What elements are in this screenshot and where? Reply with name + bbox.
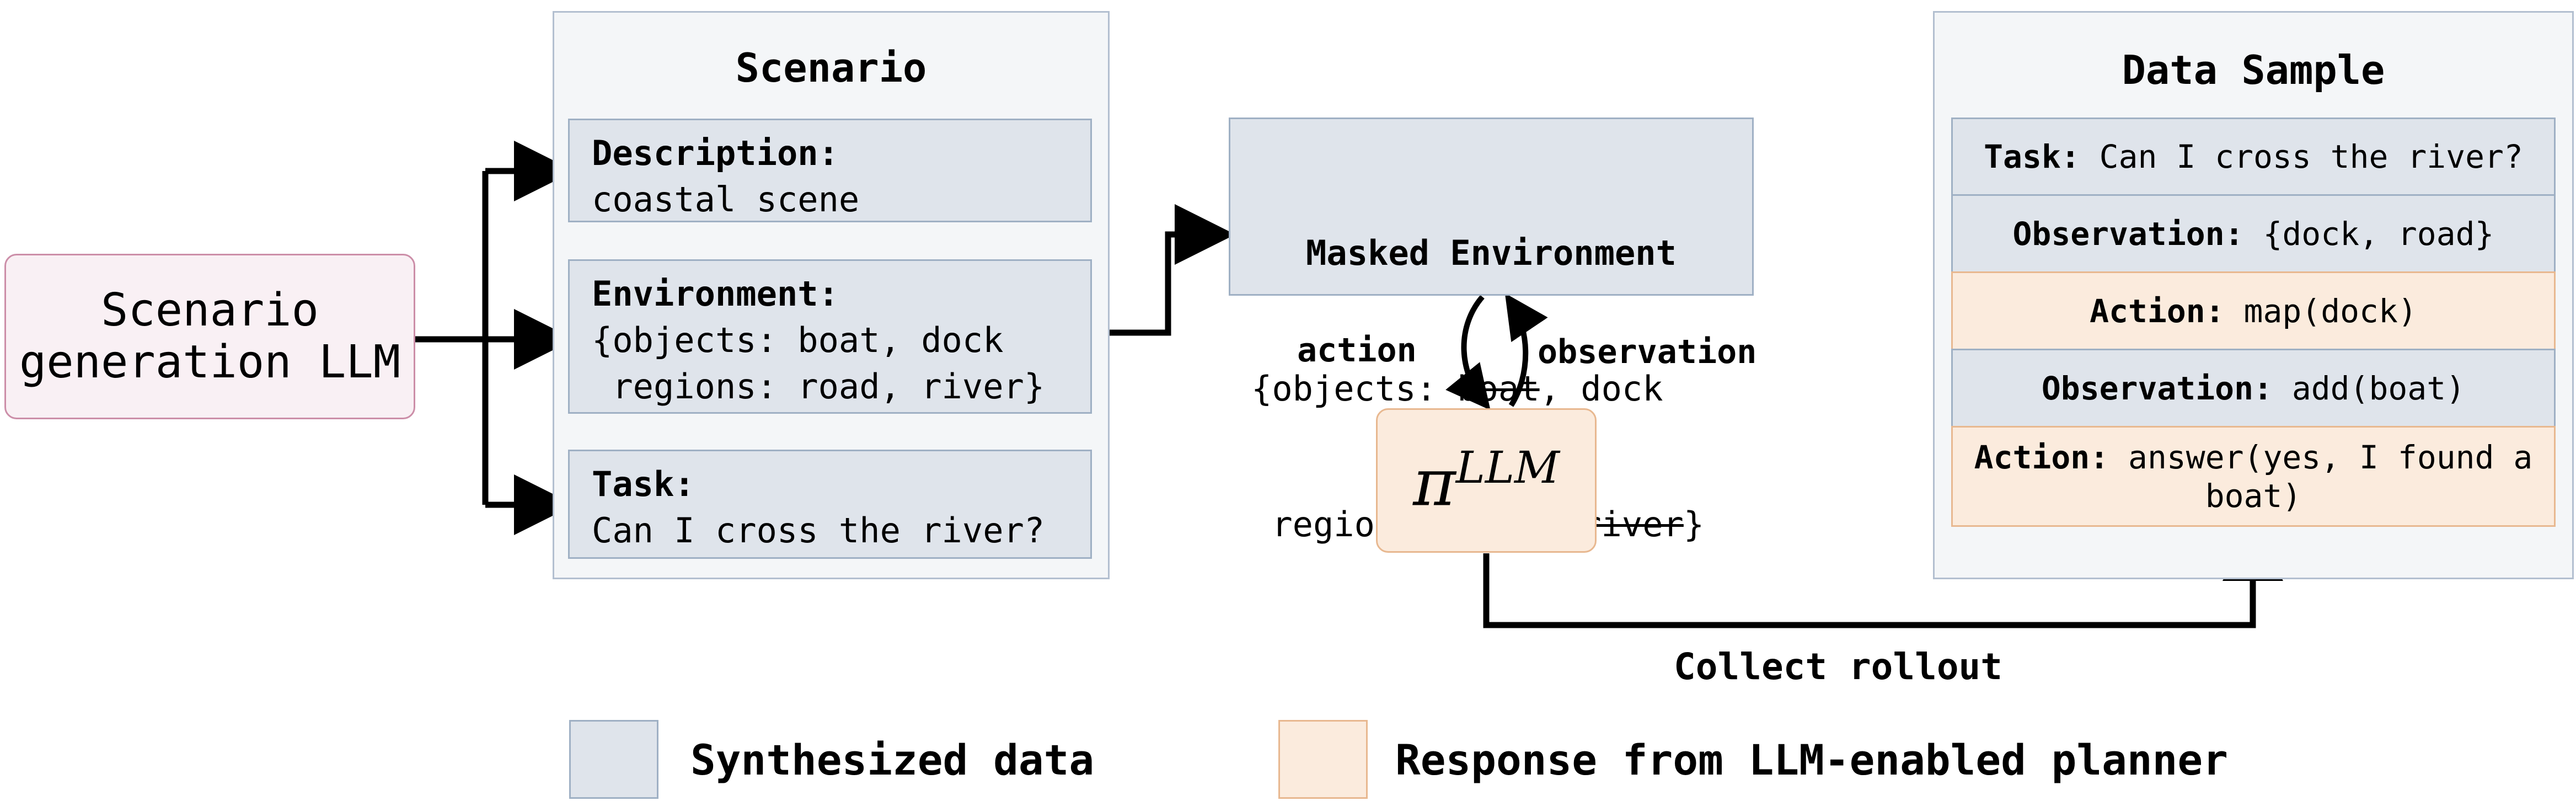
sample-row-action-1-label: Action: — [2090, 292, 2225, 330]
action-arrow — [1445, 295, 1491, 410]
description-value: coastal scene — [592, 179, 860, 220]
data-sample-title: Data Sample — [2122, 47, 2385, 93]
masked-region-river: river — [1581, 504, 1684, 545]
description-label: Description: — [592, 133, 839, 173]
planner-pi-symbol: πLLM — [1413, 446, 1560, 515]
sample-row-task-value: Can I cross the river? — [2080, 138, 2523, 175]
scenario-title: Scenario — [735, 45, 927, 91]
sample-row-task: Task: Can I cross the river? — [1951, 118, 2556, 196]
masked-environment-box: Masked Environment {objects: boat, dock … — [1229, 118, 1754, 545]
generator-label-line2: generation LLM — [19, 336, 401, 388]
task-field: Task: Can I cross the river? — [568, 450, 1092, 559]
sample-row-observation-1-label: Observation: — [2012, 215, 2244, 253]
action-edge-label: action — [1297, 331, 1417, 370]
scenario-generator-box: Scenario generation LLM — [4, 254, 415, 419]
task-value: Can I cross the river? — [592, 510, 1045, 551]
sample-row-action-1: Action: map(dock) — [1951, 271, 2556, 350]
task-label: Task: — [592, 464, 695, 504]
sample-row-action-2-label: Action: — [1974, 438, 2109, 476]
planner-superscript: LLM — [1455, 442, 1560, 494]
description-field: Description: coastal scene — [568, 119, 1092, 222]
environment-line1: {objects: boat, dock — [592, 320, 1004, 360]
masked-objects-prefix: {objects: — [1251, 369, 1458, 409]
llm-planner-box: πLLM — [1376, 408, 1597, 553]
legend-label-synthesized: Synthesized data — [690, 735, 1095, 784]
sample-row-observation-2-value: add(boat) — [2272, 369, 2466, 407]
sample-row-observation-1-value: {dock, road} — [2243, 215, 2494, 253]
masked-object-boat: boat — [1457, 369, 1540, 409]
planner-symbol: π — [1413, 444, 1456, 521]
masked-environment-title: Masked Environment — [1306, 233, 1677, 273]
observation-edge-label: observation — [1538, 333, 1757, 371]
masked-regions-suffix: } — [1683, 504, 1705, 545]
environment-field: Environment: {objects: boat, dock regions… — [568, 259, 1092, 414]
generator-label-line1: Scenario — [101, 284, 319, 337]
environment-to-masked-arrow — [1095, 204, 1235, 336]
masked-objects-line: {objects: boat, dock — [1230, 366, 1752, 412]
generator-to-scenario-arrows — [415, 141, 575, 535]
legend-swatch-synthesized — [569, 720, 658, 799]
observation-arrow — [1504, 293, 1548, 407]
sample-row-observation-1: Observation: {dock, road} — [1951, 194, 2556, 273]
legend-swatch-planner — [1278, 720, 1368, 799]
sample-row-action-2: Action: answer(yes, I found a boat) — [1951, 426, 2556, 527]
sample-row-action-2-value: answer(yes, I found a boat) — [2109, 438, 2533, 515]
masked-objects-suffix: , dock — [1539, 369, 1663, 409]
environment-label: Environment: — [592, 274, 839, 314]
legend-label-planner: Response from LLM-enabled planner — [1395, 735, 2228, 784]
environment-line2: regions: road, river} — [592, 366, 1045, 407]
sample-row-task-label: Task: — [1984, 138, 2080, 175]
sample-row-observation-2-label: Observation: — [2041, 369, 2273, 407]
sample-row-observation-2: Observation: add(boat) — [1951, 349, 2556, 428]
collect-rollout-label: Collect rollout — [1674, 645, 2003, 688]
sample-row-action-1-value: map(dock) — [2224, 292, 2417, 330]
